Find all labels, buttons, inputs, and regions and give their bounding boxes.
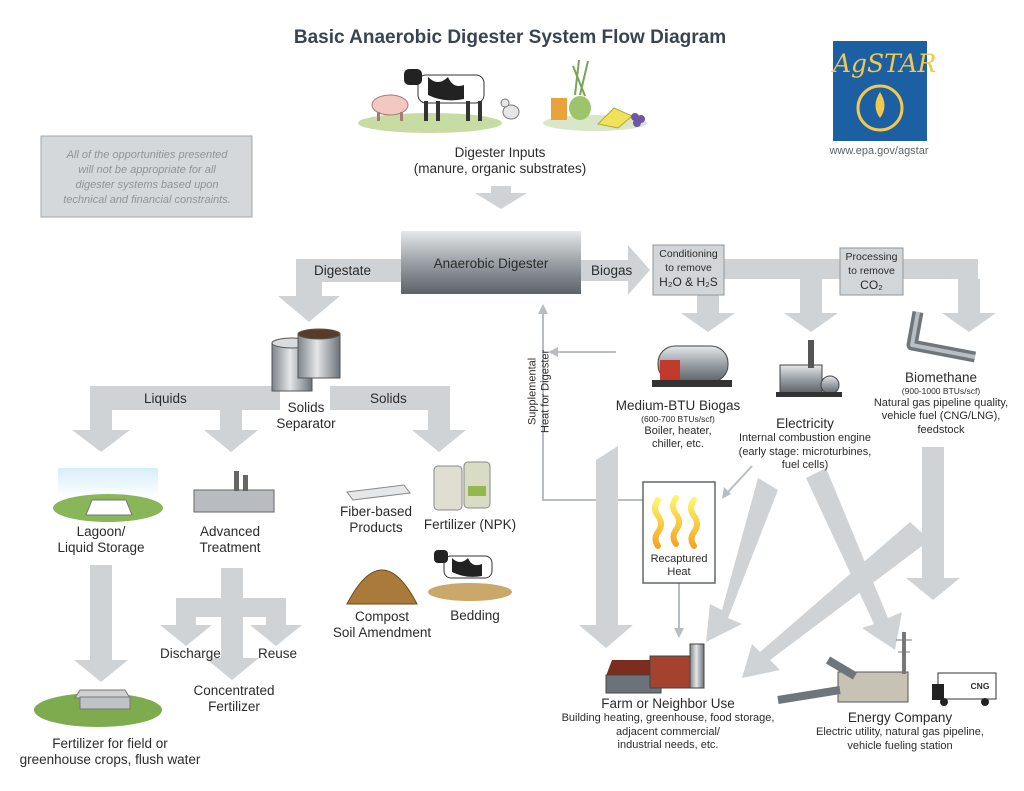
fertilizer-npk-label: Fertilizer (NPK) [423,517,517,532]
biomethane-node-label: Biomethane (900-1000 BTUs/scf) Natural g… [873,370,1009,436]
arrow-discharge-reuse [160,598,302,646]
processing-label: Processing to remove CO₂ [845,251,898,293]
biogas-node-label: Medium-BTU Biogas (600-700 BTUs/scf) Boi… [615,398,741,451]
field-label: Fertilizer for field or greenhouse crops… [19,736,201,768]
flame-1 [652,497,664,549]
digestate-label: Digestate [314,263,372,278]
agstar-url[interactable]: www.epa.gov/agstar [829,145,929,157]
fiber-label: Fiber-based Products [339,504,413,536]
conditioning-box-fill [652,244,725,296]
lagoon-label: Lagoon/ Liquid Storage [57,524,145,556]
solids-label: Solids [370,391,407,406]
arrow-biomethane-to-farm [742,522,930,678]
reuse-label: Reuse [258,646,298,661]
arrow-to-concentrated [205,617,259,680]
arrow-inputs-to-digester [475,186,527,209]
arrow-to-biomethane [942,279,996,332]
arrow-biogas-to-farm [579,446,633,648]
compost-label: Compost Soil Amendment [332,609,432,641]
arrow-solids [330,386,466,452]
arrow-electricity-to-farm [706,478,778,642]
agstar-logo: AgSTAR [833,49,937,78]
flame-3 [688,497,700,549]
concentrated-label: Concentrated Fertilizer [193,683,275,715]
conditioning-label: Conditioning to remove H₂O & H₂S [659,248,718,290]
logo-box [833,41,927,141]
processing-box-fill [839,247,904,296]
arrow-to-advanced [204,410,258,452]
arrow-digestate [278,259,401,322]
page-title: Basic Anaerobic Digester System Flow Dia… [293,27,727,48]
bedding-label: Bedding [450,608,500,623]
arrow-biogas [581,245,650,295]
electricity-node-label: Electricity Internal combustion engine (… [738,416,872,472]
arrow-lagoon-to-field [74,565,128,682]
biogas-label: Biogas [591,263,633,278]
constraints-note: All of the opportunities presented will … [63,149,231,206]
digester-box-fill [401,231,581,294]
digester-label: Anaerobic Digester [433,256,549,271]
arrow-to-electricity [784,279,838,332]
recaptured-heat-label: Recaptured Heat [650,553,708,579]
gas-trunk [722,259,840,279]
liquids-label: Liquids [144,391,187,406]
inputs-label: Digester Inputs (manure, organic substra… [413,145,587,177]
arrow-electricity-to-energy [806,468,902,650]
supplemental-heat-label: Supplemental Heat for Digester [526,349,552,433]
gas-trunk-2 [903,259,978,279]
energy-node-label: Energy Company Electric utility, natural… [816,710,984,752]
separator-label: Solids Separator [276,400,336,432]
advanced-label: Advanced Treatment [199,524,261,556]
note-box-fill [40,135,253,218]
arrow-liquids [72,386,280,452]
arrow-to-biogas [681,294,735,332]
farm-node-label: Farm or Neighbor Use Building heating, g… [561,696,775,752]
truck-label: CNG [970,681,990,691]
flame-2 [670,495,682,547]
arrow-biomethane-to-energy [906,447,960,600]
discharge-label: Discharge [160,646,221,661]
